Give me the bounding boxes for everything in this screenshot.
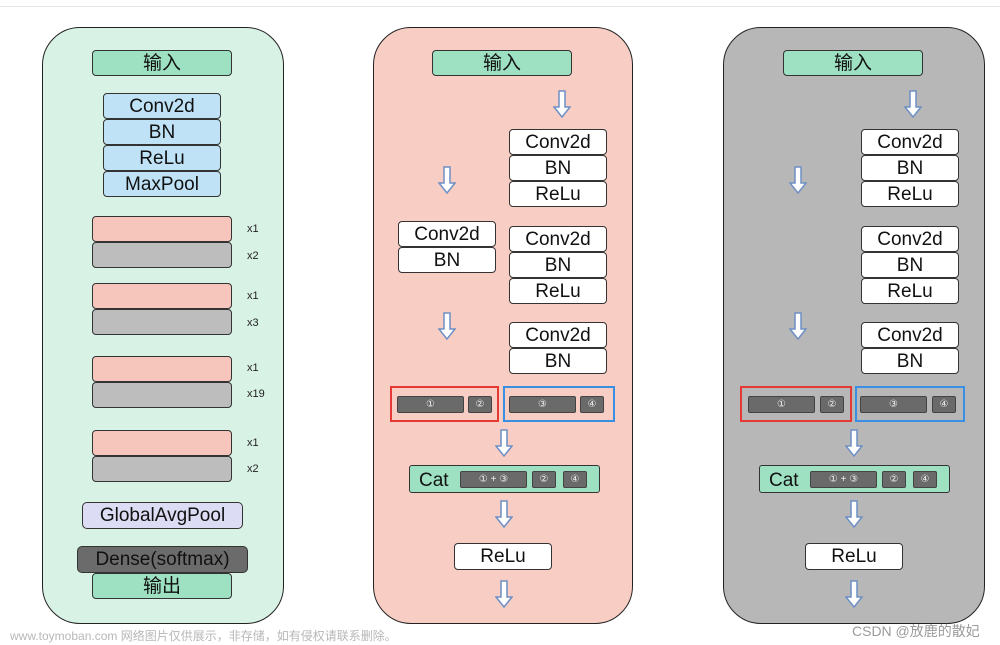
p1-stage2-block-b — [92, 309, 232, 335]
p2-cat-chip-4: ④ — [563, 471, 587, 488]
p1-stage3-rep-a: x1 — [247, 362, 259, 374]
p2-l-bn: BN — [398, 247, 496, 273]
p3-r1-bn: BN — [861, 155, 959, 181]
p1-globalavgpool: GlobalAvgPool — [82, 502, 243, 529]
p3-relu-out: ReLu — [805, 543, 903, 570]
p1-dense: Dense(softmax) — [77, 546, 248, 573]
down-arrow-icon — [495, 580, 513, 608]
down-arrow-icon — [495, 429, 513, 457]
p2-r1-conv2d: Conv2d — [509, 129, 607, 155]
down-arrow-icon — [553, 90, 571, 118]
p2-input-box: 输入 — [432, 50, 572, 76]
p1-stage1-block-a — [92, 216, 232, 242]
top-divider — [0, 6, 1000, 7]
p2-r2-relu: ReLu — [509, 278, 607, 304]
p2-chip-2: ② — [468, 396, 492, 413]
p1-relu: ReLu — [103, 145, 221, 171]
p3-r2-conv2d: Conv2d — [861, 226, 959, 252]
p1-stage3-block-b — [92, 382, 232, 408]
p2-chip-4: ④ — [580, 396, 604, 413]
down-arrow-icon — [845, 500, 863, 528]
p3-chip-4: ④ — [932, 396, 956, 413]
p1-stage4-rep-a: x1 — [247, 437, 259, 449]
p1-output-box: 输出 — [92, 573, 232, 599]
down-arrow-icon — [438, 312, 456, 340]
down-arrow-icon — [789, 312, 807, 340]
p3-cat-label: Cat — [769, 470, 799, 491]
watermark-source: www.toymoban.com 网络图片仅供展示，非存储，如有侵权请联系删除。 — [10, 629, 397, 643]
down-arrow-icon — [789, 166, 807, 194]
p2-r3-conv2d: Conv2d — [509, 322, 607, 348]
p1-bn: BN — [103, 119, 221, 145]
p2-relu-out: ReLu — [454, 543, 552, 570]
p3-chip-3: ③ — [860, 396, 927, 413]
p2-r2-bn: BN — [509, 252, 607, 278]
p3-r2-bn: BN — [861, 252, 959, 278]
p2-cat-label: Cat — [419, 470, 449, 491]
down-arrow-icon — [438, 166, 456, 194]
p2-chip-3: ③ — [509, 396, 576, 413]
p2-l-conv2d: Conv2d — [398, 221, 496, 247]
p1-stage4-rep-b: x2 — [247, 463, 259, 475]
p1-stage2-block-a — [92, 283, 232, 309]
p3-chip-1: ① — [748, 396, 815, 413]
p3-r3-bn: BN — [861, 348, 959, 374]
p2-blue-group — [503, 386, 615, 422]
p3-blue-group — [855, 386, 965, 422]
p3-r3-conv2d: Conv2d — [861, 322, 959, 348]
p3-r2-relu: ReLu — [861, 278, 959, 304]
p2-r1-relu: ReLu — [509, 181, 607, 207]
p3-cat-chip-4: ④ — [913, 471, 937, 488]
watermark-author: CSDN @放鹿的散妃 — [852, 623, 980, 639]
p2-r3-bn: BN — [509, 348, 607, 374]
p2-cat-chip-2: ② — [532, 471, 556, 488]
p1-conv2d: Conv2d — [103, 93, 221, 119]
p1-stage3-rep-b: x19 — [247, 388, 265, 400]
p1-stage1-rep-b: x2 — [247, 250, 259, 262]
p1-stage2-rep-b: x3 — [247, 317, 259, 329]
down-arrow-icon — [904, 90, 922, 118]
p1-stage4-block-b — [92, 456, 232, 482]
p1-stage2-rep-a: x1 — [247, 290, 259, 302]
p3-cat-chip-13: ① + ③ — [810, 471, 877, 488]
p1-input-box: 输入 — [92, 50, 232, 76]
p1-stage1-rep-a: x1 — [247, 223, 259, 235]
p1-stage4-block-a — [92, 430, 232, 456]
p2-red-group — [390, 386, 499, 422]
p3-r1-conv2d: Conv2d — [861, 129, 959, 155]
p2-r1-bn: BN — [509, 155, 607, 181]
p3-red-group — [740, 386, 852, 422]
p3-cat-chip-2: ② — [882, 471, 906, 488]
p1-stage1-block-b — [92, 242, 232, 268]
p1-stage3-block-a — [92, 356, 232, 382]
p2-chip-1: ① — [397, 396, 464, 413]
down-arrow-icon — [845, 580, 863, 608]
down-arrow-icon — [845, 429, 863, 457]
p2-r2-conv2d: Conv2d — [509, 226, 607, 252]
p3-input-box: 输入 — [783, 50, 923, 76]
p2-cat-chip-13: ① + ③ — [460, 471, 527, 488]
p3-r1-relu: ReLu — [861, 181, 959, 207]
p1-maxpool: MaxPool — [103, 171, 221, 197]
down-arrow-icon — [495, 500, 513, 528]
p3-chip-2: ② — [820, 396, 844, 413]
